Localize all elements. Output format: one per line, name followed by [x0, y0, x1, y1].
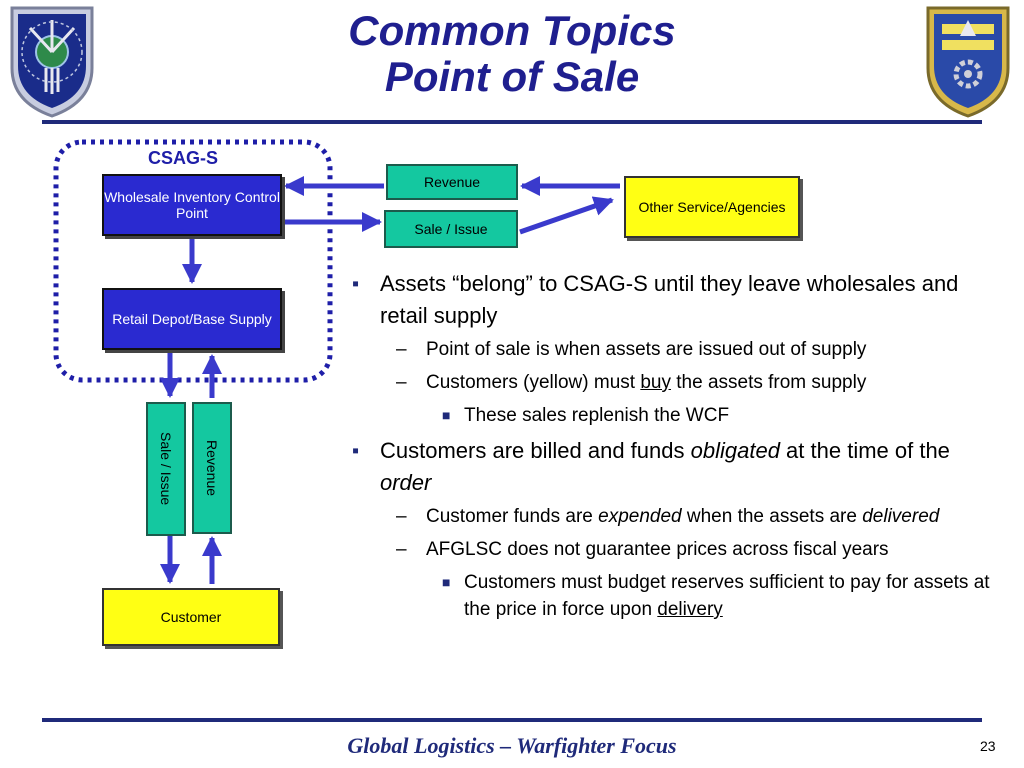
footer-rule [42, 718, 982, 722]
af-sustainment-center-emblem-icon [10, 6, 94, 118]
subsubbullet-replenish-wcf: ■These sales replenish the WCF [442, 405, 730, 426]
bullet-customers-billed: Customers are billed and funds obligated… [352, 435, 1002, 499]
page-number: 23 [980, 738, 996, 754]
other-agencies-label: Other Service/Agencies [638, 199, 786, 215]
wholesale-inventory-box: Wholesale Inventory Control Point [102, 174, 282, 236]
customer-label: Customer [160, 609, 222, 625]
underlined-delivery: delivery [657, 599, 723, 620]
revenue-vertical-label: Revenue [204, 439, 220, 497]
subsubbullet-budget-reserves-pre: Customers must budget reserves sufficien… [464, 572, 990, 620]
bullet-customers-billed-pre: Customers are billed and funds [380, 438, 691, 463]
csag-s-label: CSAG-S [148, 148, 219, 168]
supply-chain-management-wing-emblem-icon [926, 6, 1010, 118]
arrow-sale-to-other [519, 196, 614, 235]
subbullet-no-price-guarantee: –AFGLSC does not guarantee prices across… [396, 539, 889, 560]
retail-depot-label: Retail Depot/Base Supply [112, 311, 272, 327]
customer-box: Customer [102, 588, 280, 646]
italic-order: order [380, 470, 432, 495]
subsubbullet-budget-reserves: ■Customers must budget reserves sufficie… [442, 572, 990, 620]
title-line-1: Common Topics [348, 7, 676, 54]
subsubbullet-replenish-wcf-text: These sales replenish the WCF [464, 405, 730, 426]
header-rule [42, 120, 982, 124]
underlined-buy: buy [640, 372, 671, 393]
subbullet-no-price-guarantee-text: AFGLSC does not guarantee prices across … [426, 539, 889, 560]
retail-depot-box: Retail Depot/Base Supply [102, 288, 282, 350]
sale-issue-vertical-label: Sale / Issue [158, 432, 174, 506]
subbullet-funds-expended-pre: Customer funds are [426, 506, 599, 527]
italic-delivered: delivered [862, 506, 940, 527]
subbullet-customers-must-buy-post: the assets from supply [670, 372, 867, 393]
slide-title: Common Topics Point of Sale [200, 8, 824, 100]
subbullet-funds-expended-mid: when the assets are [681, 506, 863, 527]
sale-issue-top-label: Sale / Issue [414, 221, 488, 237]
italic-expended: expended [598, 506, 682, 527]
revenue-top-label: Revenue [423, 174, 481, 190]
revenue-vertical-box: Revenue [192, 402, 232, 534]
sale-issue-vertical-box: Sale / Issue [146, 402, 186, 536]
subbullet-funds-expended: –Customer funds are expended when the as… [396, 506, 940, 527]
italic-obligated: obligated [690, 438, 780, 463]
bullet-assets-belong: Assets “belong” to CSAG-S until they lea… [352, 268, 1002, 332]
sale-issue-top-box: Sale / Issue [384, 210, 518, 248]
bullet-list: Assets “belong” to CSAG-S until they lea… [352, 268, 1002, 629]
footer-tagline: Global Logistics – Warfighter Focus [347, 733, 677, 758]
bullet-customers-billed-mid: at the time of the [779, 438, 950, 463]
subbullet-customers-must-buy: –Customers (yellow) must buy the assets … [396, 372, 867, 393]
subbullet-point-of-sale: –Point of sale is when assets are issued… [396, 339, 867, 360]
wholesale-inventory-label: Wholesale Inventory Control Point [104, 189, 280, 221]
bullet-assets-belong-text: Assets “belong” to CSAG-S until they lea… [380, 271, 959, 328]
subbullet-point-of-sale-text: Point of sale is when assets are issued … [426, 339, 867, 360]
subbullet-customers-must-buy-pre: Customers (yellow) must [426, 372, 641, 393]
csag-s-group-outline [53, 139, 333, 383]
other-agencies-box: Other Service/Agencies [624, 176, 800, 238]
title-line-2: Point of Sale [384, 53, 640, 100]
revenue-top-box: Revenue [386, 164, 518, 200]
